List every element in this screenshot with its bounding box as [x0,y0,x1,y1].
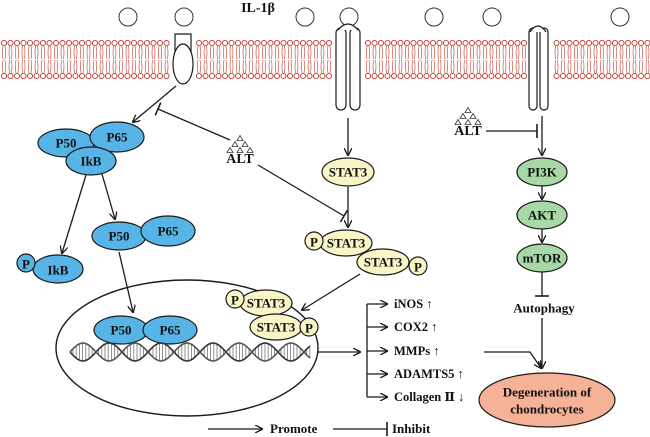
pi3k-label: PI3K [527,165,558,180]
autophagy-label: Autophagy [513,301,575,316]
pi3k-receptor [528,25,549,111]
alt-label-right: ALT [454,124,482,139]
p65-label: P65 [107,130,128,145]
free-nfkb: P50 P65 [91,215,196,251]
p50-free-label: P50 [109,229,130,244]
p50-label: P50 [56,136,77,151]
ikb-label: IkB [81,154,102,169]
phospho-b-badge [408,256,428,276]
stat3-b-label: STAT3 [364,255,403,270]
nucleus [55,279,319,417]
stat3-b-node [356,248,410,276]
il1-receptor [172,33,194,85]
dna-helix [69,342,311,362]
p50-nuc-label: P50 [111,323,132,338]
gene-list: iNOS ↑ COX2 ↑ MMPs ↑ ADAMTS5 ↑ Collagen Ⅱ ↓ [367,297,464,404]
pi3k-pathway: PI3K AKT mTOR Autophagy [513,157,575,316]
mtor-label: mTOR [523,251,562,266]
phospho-label: P [22,257,30,272]
stat3-dimer-cyto: STAT3 STAT3 P P [304,229,428,276]
nuclear-nfkb: P50 P65 [93,315,198,345]
ikb-node [65,146,117,176]
phospho-badge [16,253,36,273]
phospho-b-label: P [414,260,422,275]
phospho-d-badge [299,317,319,337]
gene-item: COX2 ↑ [394,320,437,334]
phospho-a-badge [304,231,324,251]
stat3-c-label: STAT3 [247,296,286,311]
phospho-ikb: IkB P [16,253,84,284]
outcome-node: Degeneration of chondrocytes [478,372,616,428]
stat3-a-label: STAT3 [327,236,366,251]
p65-nuc-node [142,315,198,345]
edges [62,85,549,397]
gene-item: Collagen Ⅱ ↓ [394,390,464,404]
stat3-node [321,157,375,187]
p65-free-node [140,215,196,247]
ikb-p-label: IkB [48,263,69,278]
stat3-dimer-nuc: STAT3 STAT3 P P [225,289,319,341]
edge-alt-inhibit-nfkb [154,102,231,141]
ligand-circles [118,7,630,27]
edge-nfkb-translocation [118,251,133,312]
edge-nfkb-release [101,173,115,219]
p65-node [89,121,145,153]
edge-ikb-release [62,174,87,253]
stat3-label: STAT3 [329,165,368,180]
gene-item: MMPs ↑ [394,344,439,358]
gene-item: ADAMTS5 ↑ [394,367,464,381]
outcome-line1: Degeneration of [503,385,592,400]
edge-genes-to-outcome [484,351,541,368]
phospho-d-label: P [305,321,313,336]
outcome-line2: chondrocytes [510,402,583,417]
alt-compound-right: ALT [454,106,482,139]
stat3-receptor [335,23,361,111]
p65-nuc-label: P65 [160,323,181,338]
edge-alt-inhibit-stat3 [257,164,349,223]
stat3-monomer: STAT3 [321,157,375,187]
alt-triangles-icon [454,106,482,125]
outcome-ellipse [478,372,616,428]
edge-stat3-translocation [302,273,361,310]
legend-inhibit-label: Inhibit [392,421,431,436]
gene-item: iNOS ↑ [394,297,433,311]
stat3-d-label: STAT3 [257,320,296,335]
phospho-c-label: P [231,293,239,308]
alt-label-left: ALT [226,152,254,167]
legend: Promote Inhibit [208,421,431,436]
nfkb-complex: P50 P65 IkB [37,121,145,176]
alt-compound-left: ALT [226,134,254,167]
cell-membrane [0,39,650,80]
p65-free-label: P65 [158,224,179,239]
ligand-label: IL-1β [241,1,275,16]
phospho-a-label: P [310,235,318,250]
phospho-c-badge [225,289,245,309]
edge-receptor-to-nfkb [133,85,177,122]
alt-triangles-icon [226,134,254,153]
akt-label: AKT [528,208,557,223]
legend-promote-label: Promote [270,421,318,436]
